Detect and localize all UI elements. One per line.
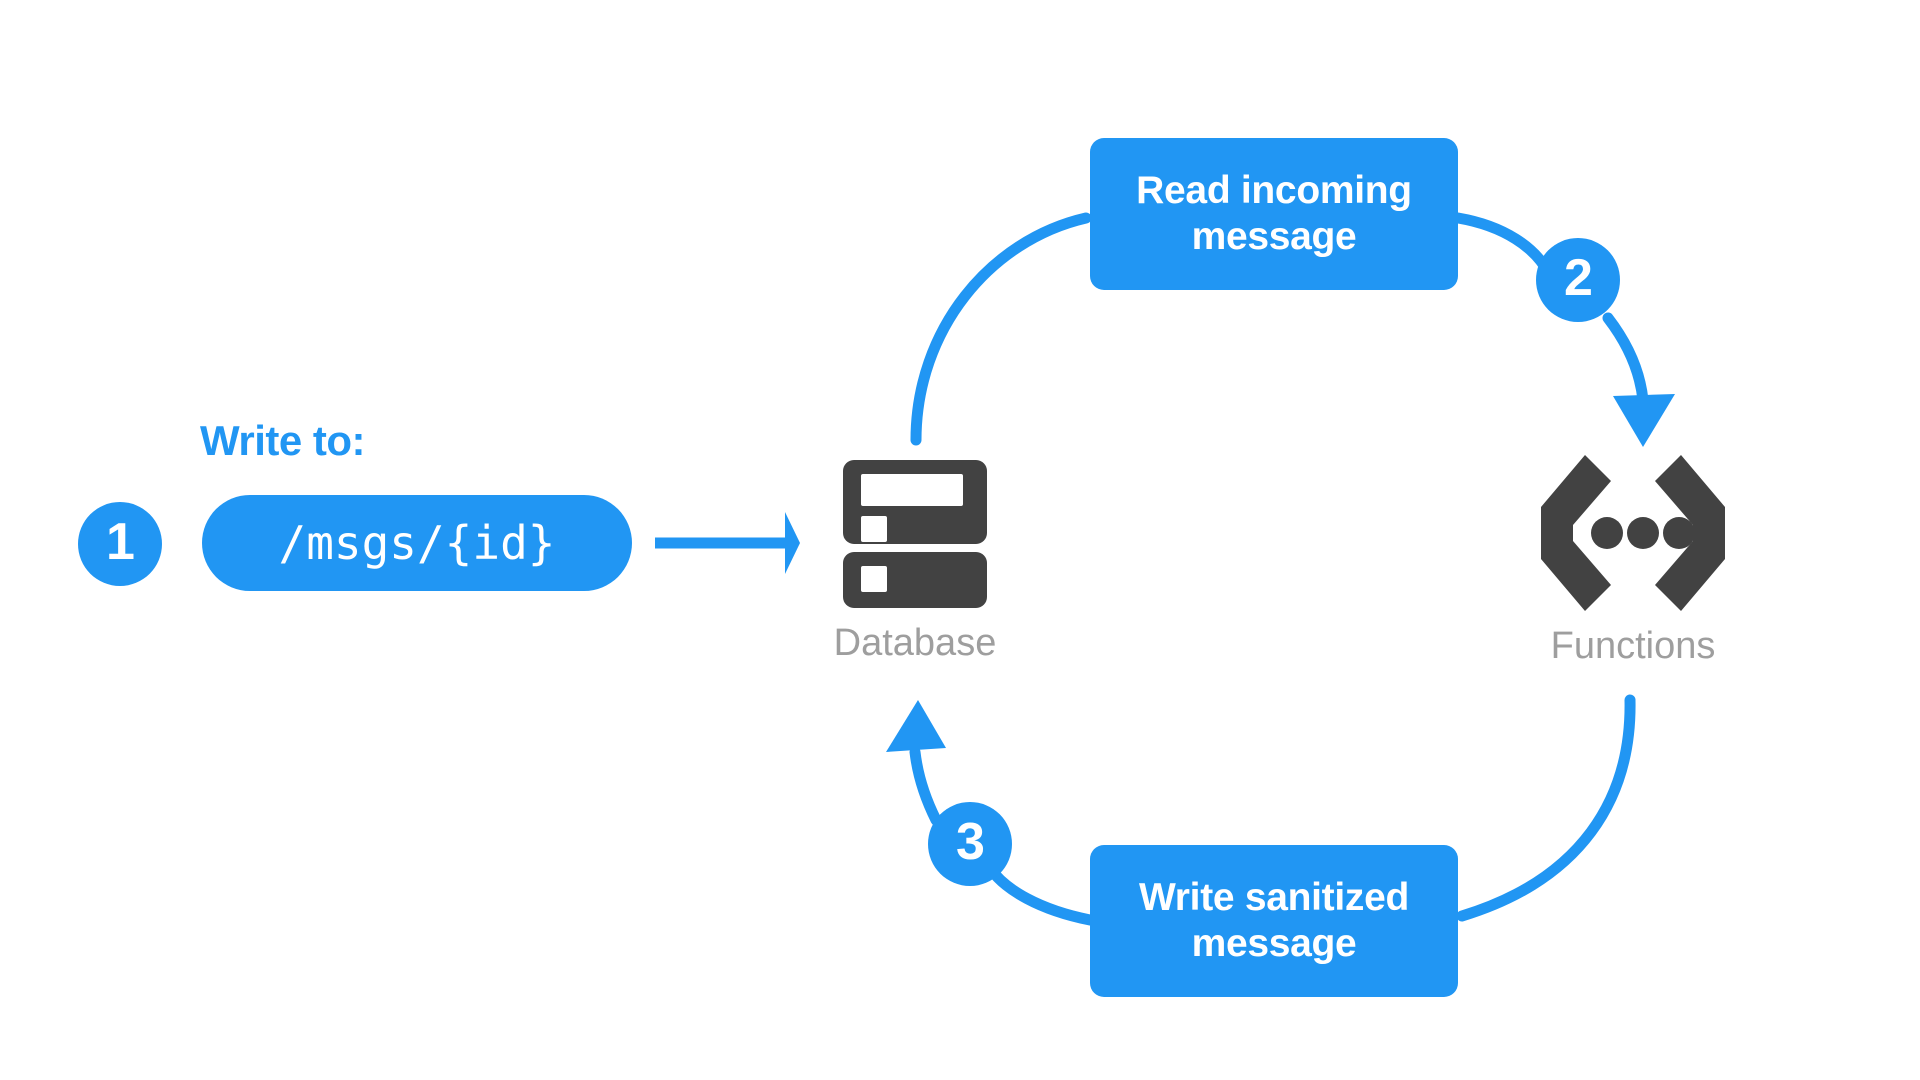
step-badge-2: 2 bbox=[1536, 238, 1620, 322]
pill-to-database-arrow bbox=[655, 512, 800, 574]
step-badge-3: 3 bbox=[928, 802, 1012, 886]
service-label-database: Database bbox=[833, 622, 997, 664]
database-icon bbox=[843, 460, 987, 608]
action-box-write-line2: message bbox=[1191, 922, 1357, 965]
step-badge-1: 1 bbox=[78, 502, 162, 586]
path-pill[interactable]: /msgs/{id} bbox=[202, 495, 632, 591]
functions-to-write-curve bbox=[1456, 694, 1636, 922]
action-box-read-incoming-message[interactable]: Read incoming message bbox=[1090, 138, 1458, 290]
service-node-database[interactable]: Database bbox=[820, 460, 1010, 665]
action-box-read-line2: message bbox=[1191, 215, 1357, 258]
action-box-write-text: Write sanitized message bbox=[1139, 875, 1409, 967]
service-node-functions[interactable]: Functions bbox=[1535, 455, 1731, 668]
action-box-read-line1: Read incoming bbox=[1136, 168, 1412, 212]
service-label-functions: Functions bbox=[1550, 625, 1716, 667]
write-to-caption: Write to: bbox=[200, 417, 366, 464]
action-box-write-line1: Write sanitized bbox=[1138, 875, 1409, 919]
action-box-write-sanitized-message[interactable]: Write sanitized message bbox=[1090, 845, 1458, 997]
database-to-read-curve bbox=[910, 212, 1092, 446]
functions-braces-icon bbox=[1541, 455, 1725, 611]
action-box-read-text: Read incoming message bbox=[1136, 168, 1412, 260]
